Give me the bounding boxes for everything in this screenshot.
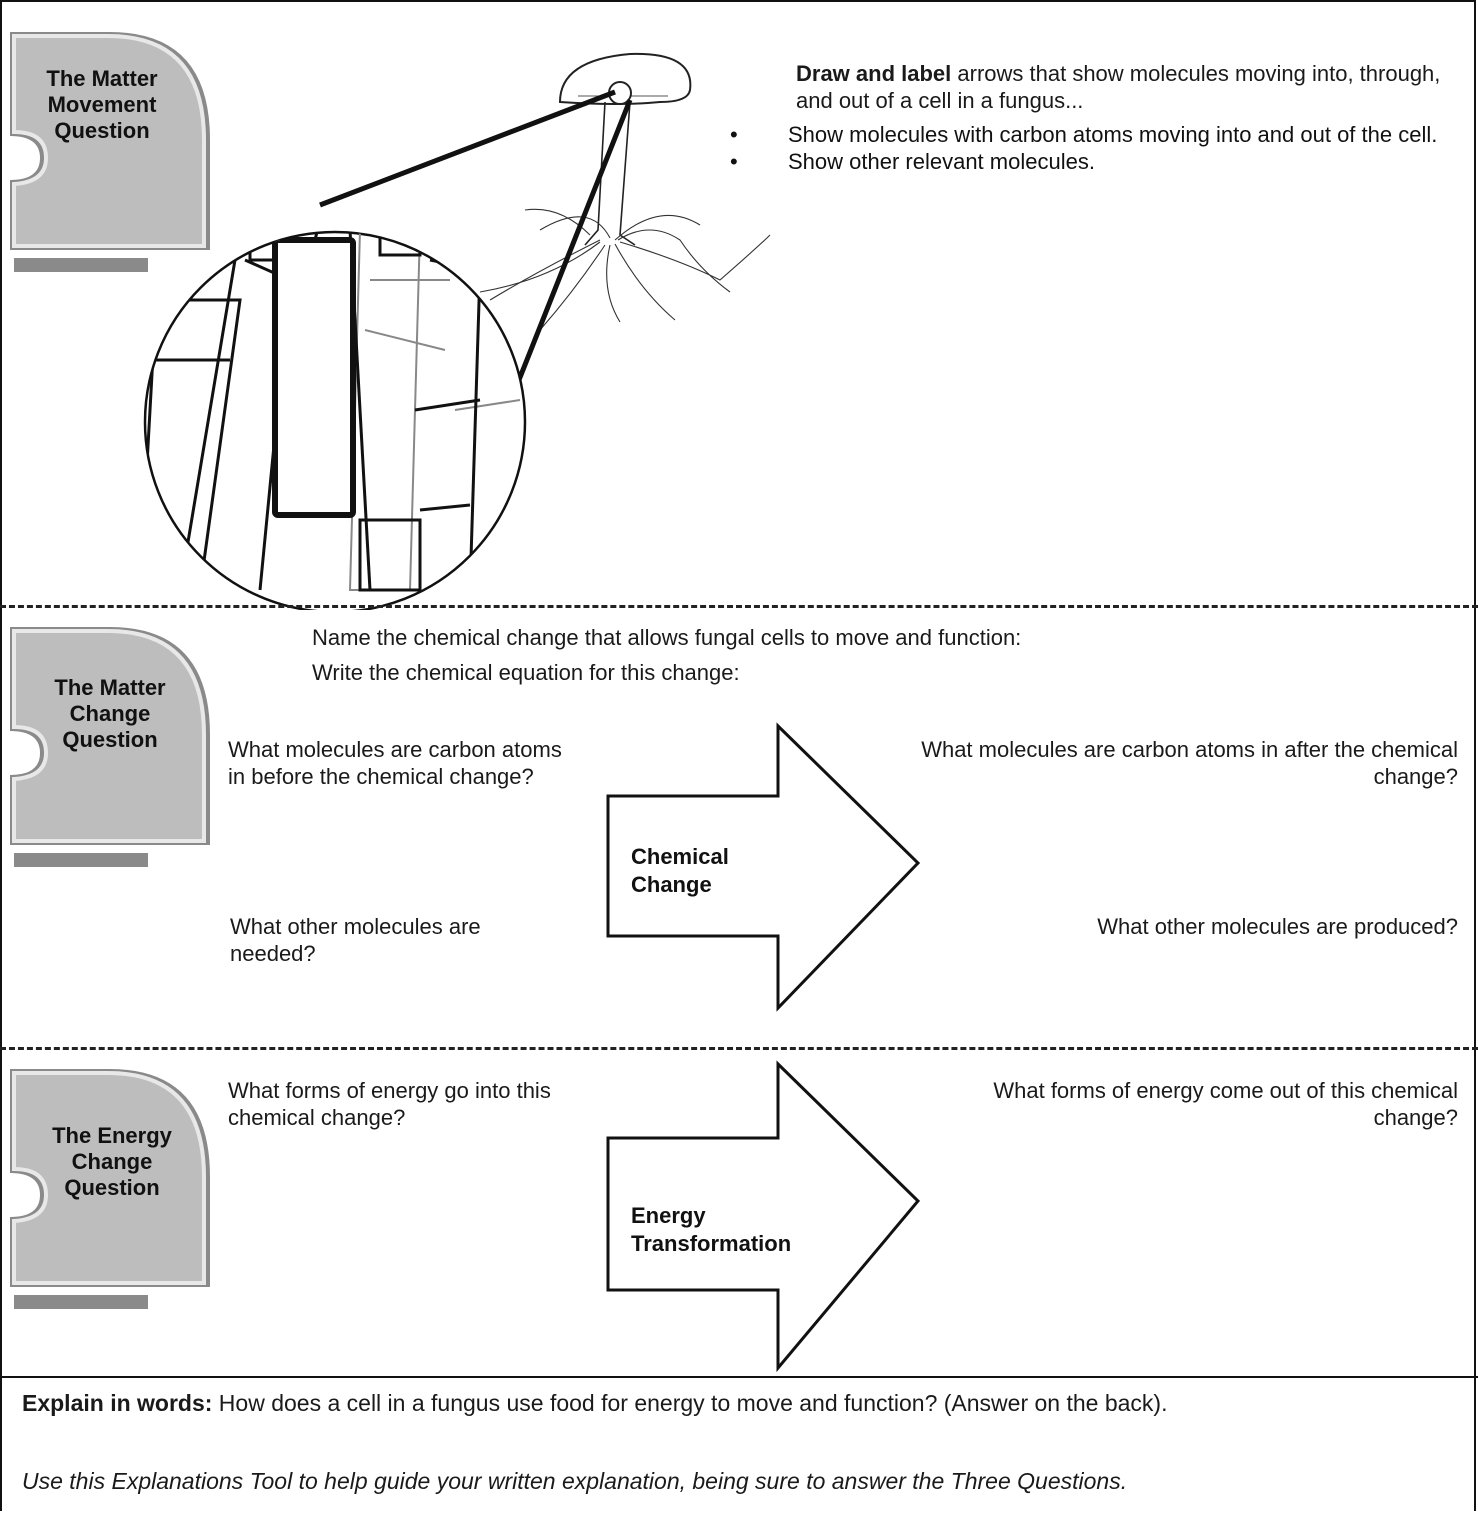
badge-title: The Energy Change Question [52, 1123, 172, 1200]
section-divider [0, 1047, 1478, 1050]
energy-change-badge: The Energy Change Question [0, 1057, 220, 1317]
explain-rest: How does a cell in a fungus use food for… [212, 1390, 1168, 1416]
energy-in-prompt: What forms of energy go into this chemic… [228, 1078, 551, 1130]
matter-movement-instruction: Draw and label arrows that show molecule… [796, 60, 1456, 114]
matter-change-badge: The Matter Change Question [0, 615, 220, 875]
name-change-prompt: Name the chemical change that allows fun… [312, 625, 1022, 650]
arrow-label: Energy Transformation [631, 1202, 791, 1258]
other-needed-prompt: What other molecules are needed? [230, 914, 481, 966]
section-divider [0, 605, 1478, 608]
badge-title: The Matter Change Question [54, 675, 166, 752]
puzzle-badge-icon [10, 32, 210, 272]
other-produced-prompt: What other molecules are produced? [1097, 914, 1458, 939]
puzzle-badge-icon [10, 1069, 210, 1309]
equation-prompt: Write the chemical equation for this cha… [312, 660, 740, 685]
arrow-label-line: Chemical [631, 844, 729, 869]
explain-prompt: Explain in words: How does a cell in a f… [22, 1388, 1442, 1419]
energy-out-prompt: What forms of energy come out of this ch… [993, 1078, 1458, 1130]
badge-title: The Matter Movement Question [46, 66, 158, 143]
footer-divider [0, 1376, 1478, 1378]
arrow-label-line: Change [631, 872, 712, 897]
fungus-cell-illustration [143, 52, 771, 610]
explain-bold: Explain in words: [22, 1390, 213, 1416]
bullet-item: Show molecules with carbon atoms moving … [730, 121, 1460, 148]
matter-movement-badge: The Matter Movement Question [0, 20, 220, 280]
guide-text: Use this Explanations Tool to help guide… [22, 1468, 1128, 1494]
arrow-label-line: Transformation [631, 1231, 792, 1256]
energy-transformation-arrow [606, 1060, 921, 1373]
arrow-label-line: Energy [631, 1203, 706, 1228]
arrow-label: Chemical Change [631, 843, 729, 899]
carbon-before-prompt: What molecules are carbon atoms in befor… [228, 737, 562, 789]
instruction-bold: Draw and label [796, 61, 952, 86]
chemical-change-arrow [606, 722, 921, 1012]
carbon-after-prompt: What molecules are carbon atoms in after… [921, 737, 1458, 789]
instruction-rest: arrows that show molecules moving into, … [796, 61, 1441, 113]
matter-movement-bullets: Show molecules with carbon atoms moving … [730, 121, 1460, 175]
puzzle-badge-icon [10, 627, 210, 867]
bullet-item: Show other relevant molecules. [730, 148, 1460, 175]
